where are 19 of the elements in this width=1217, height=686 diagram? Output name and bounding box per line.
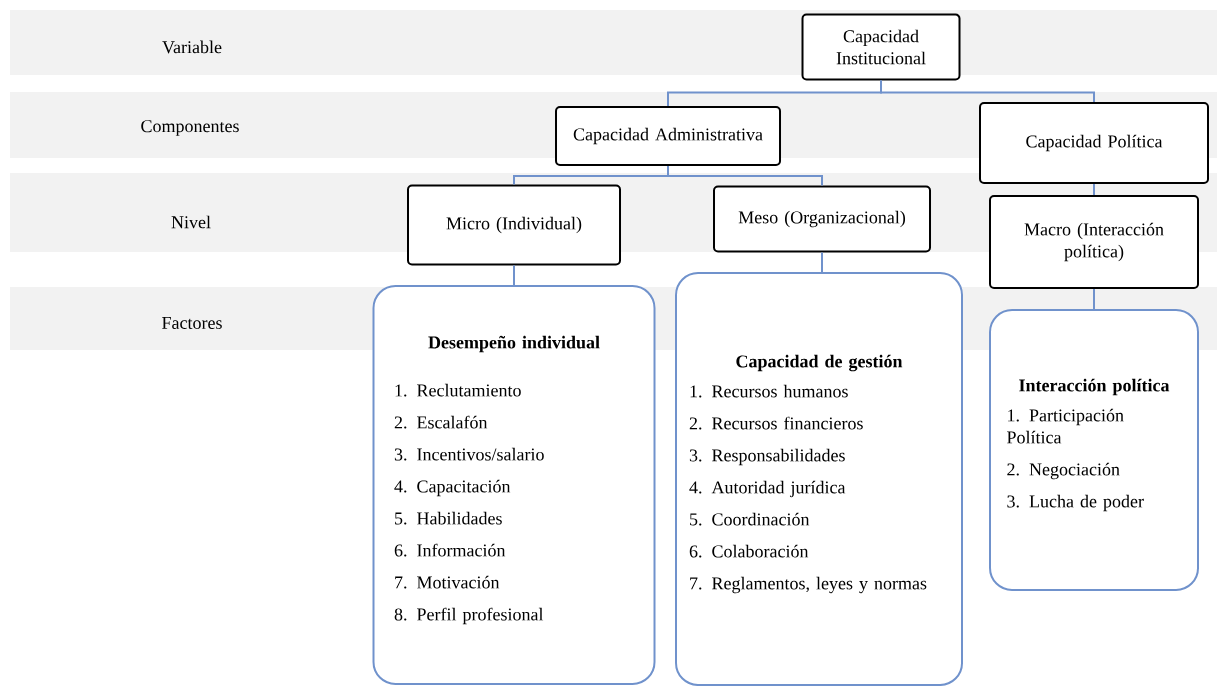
factor-box: Capacidad de gestión 1. Recursos humanos 2. Recursos financieros 3. Responsabilidades 4. Autoridad jurídica 5. Coordinación 6. Colaboración 7. Reglamentos, leyes y normas bbox=[675, 272, 963, 686]
factor-box: Desempeño individual 1. Reclutamiento 2. Escalafón 3. Incentivos/salario 4. Capacitación 5. Habilidades 6. Información 7. Motivación 8. Perfil profesional bbox=[372, 285, 656, 685]
level-box: Capacidad Política bbox=[979, 102, 1209, 184]
row-label: Factores bbox=[162, 317, 222, 329]
level-box: Micro (Individual) bbox=[407, 184, 621, 266]
level-box: Meso (Organizacional) bbox=[713, 185, 931, 253]
factor-box: Interacción política 1. Participación Política 2. Negociación 3. Lucha de poder bbox=[989, 309, 1199, 591]
row-label: Variable bbox=[162, 40, 222, 54]
connector-line bbox=[1093, 183, 1095, 196]
connector-line bbox=[821, 251, 823, 273]
level-box: Capacidad Administrativa bbox=[555, 106, 781, 166]
connector-line bbox=[667, 165, 823, 187]
level-box: Macro (Interacción política) bbox=[989, 195, 1199, 289]
connector-line bbox=[880, 79, 1095, 103]
connector-line bbox=[1093, 288, 1095, 310]
level-box: Capacidad Institucional bbox=[801, 13, 961, 81]
row-label: Nivel bbox=[171, 215, 211, 229]
connector-line bbox=[513, 264, 515, 286]
row-label: Componentes bbox=[141, 120, 239, 136]
